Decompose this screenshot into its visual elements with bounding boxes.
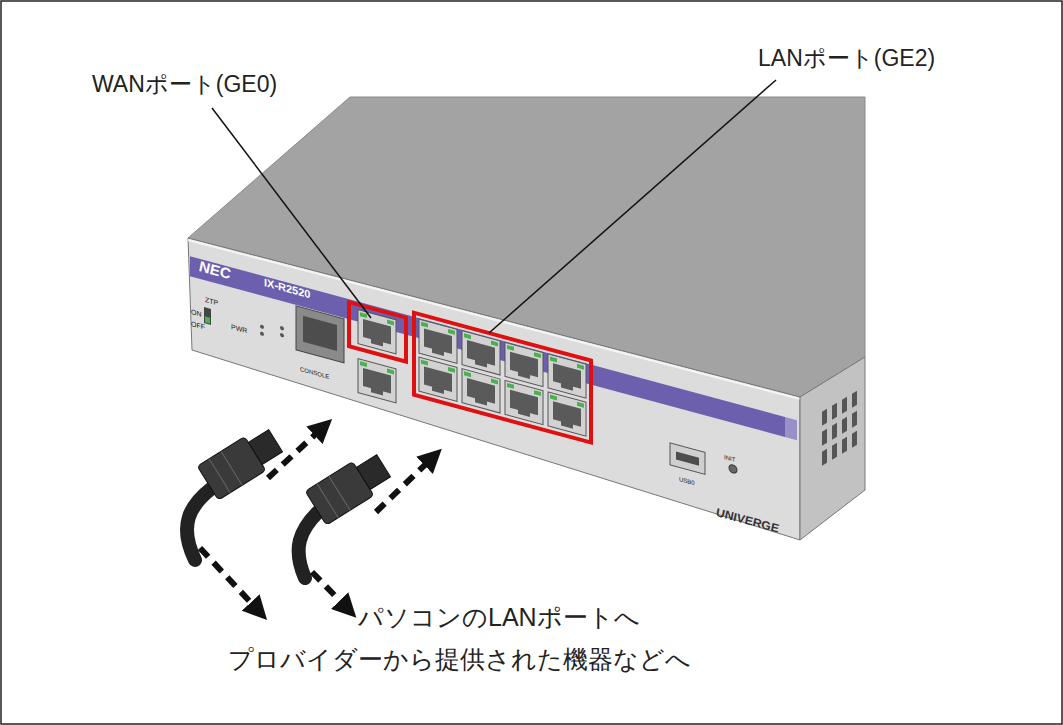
ethernet-port [505, 380, 543, 424]
init-button [729, 464, 737, 474]
usb-port [670, 443, 705, 474]
route-arrow [200, 548, 254, 606]
status-led [280, 333, 284, 338]
status-led [260, 331, 264, 336]
status-led [260, 324, 264, 329]
router-side [800, 357, 865, 540]
wan-highlight [349, 302, 406, 361]
ztp-knob [205, 316, 210, 323]
band-end [785, 417, 797, 440]
ethernet-port [548, 354, 586, 398]
console-opening [303, 316, 337, 351]
ethernet-port [419, 357, 457, 401]
cable [299, 512, 318, 578]
purple-band [190, 256, 785, 437]
lan-plug [305, 449, 394, 525]
destination-note: プロバイダーから提供された機器などへ [228, 646, 691, 674]
ethernet-port [462, 369, 500, 413]
lan-plug [197, 424, 286, 500]
usb-opening [676, 452, 699, 466]
insert-arrow [268, 432, 318, 478]
route-arrow [312, 572, 343, 604]
status-led [280, 326, 284, 331]
leader-line [212, 108, 371, 318]
insert-arrow [376, 462, 428, 512]
callout-label: LANポート(GE2) [758, 46, 935, 71]
ethernet-port [358, 310, 396, 354]
ethernet-port [419, 319, 457, 363]
ethernet-port [548, 392, 586, 436]
router-front [188, 238, 800, 540]
vent-slots [822, 391, 857, 466]
lan-highlight [414, 313, 591, 443]
callout-label: WANポート(GE0) [92, 72, 277, 97]
destination-note: パソコンのLANポートへ [358, 604, 640, 632]
ethernet-port [358, 359, 396, 403]
ethernet-port [462, 331, 500, 375]
leader-line [489, 80, 776, 333]
console-port [296, 306, 344, 363]
front-panel [190, 252, 797, 511]
ztp-switch [204, 307, 211, 325]
ethernet-port [505, 342, 543, 386]
edge-highlight [188, 240, 800, 399]
